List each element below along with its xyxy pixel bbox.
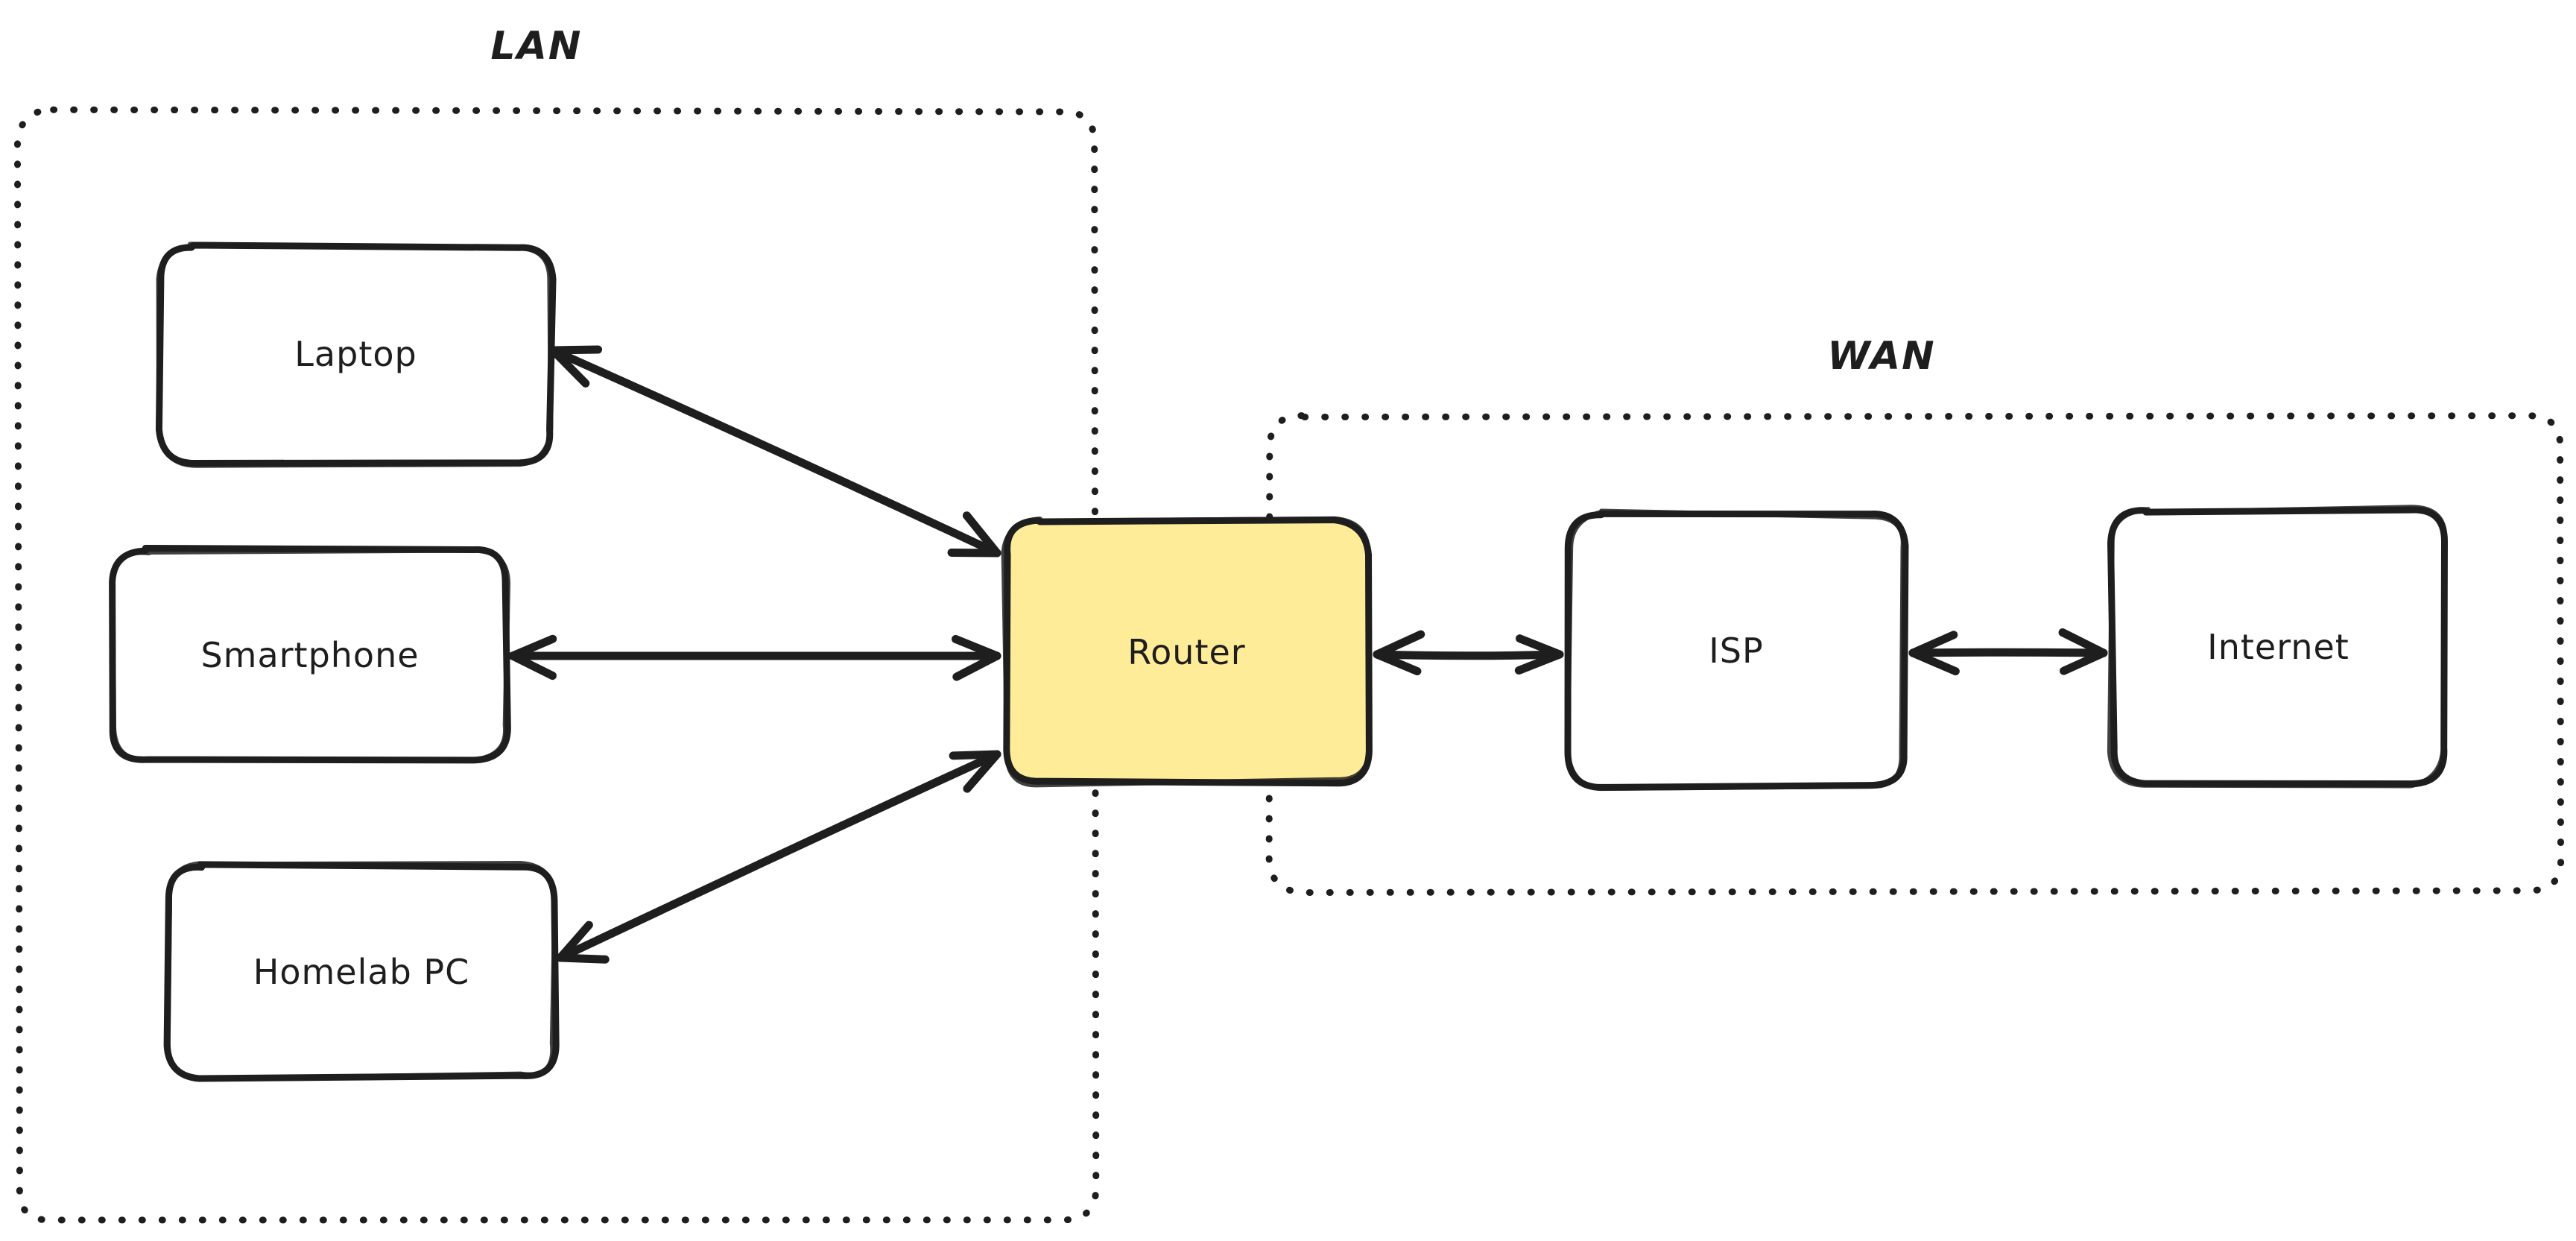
node-shape-internet[interactable] — [2107, 505, 2449, 789]
arrow-homelab-router[interactable] — [556, 750, 1001, 964]
arrow-smartphone-router[interactable] — [508, 634, 1001, 681]
node-shape-homelab-pc[interactable] — [163, 861, 560, 1082]
node-shapes — [109, 241, 2449, 1082]
group-containers — [13, 106, 2565, 1224]
group-container-lan[interactable] — [13, 106, 1100, 1224]
node-shape-router[interactable] — [1001, 516, 1373, 788]
node-shape-smartphone[interactable] — [109, 545, 511, 764]
arrow-router-isp[interactable] — [1373, 630, 1564, 676]
connector-arrows — [508, 345, 2108, 964]
arrow-isp-internet[interactable] — [1908, 628, 2108, 676]
arrow-laptop-router[interactable] — [548, 345, 1001, 558]
node-shape-laptop[interactable] — [155, 241, 557, 468]
node-shape-isp[interactable] — [1564, 508, 1909, 792]
